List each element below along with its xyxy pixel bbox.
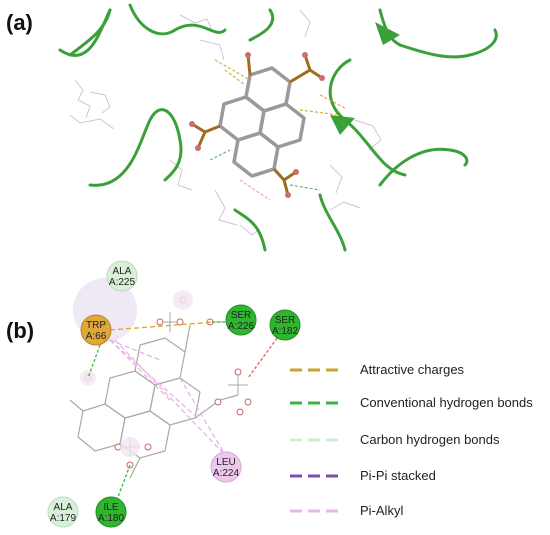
legend-item-conventional-hbonds: Conventional hydrogen bonds bbox=[290, 395, 533, 410]
svg-text:TRP: TRP bbox=[86, 320, 106, 331]
svg-text:A:182: A:182 bbox=[272, 326, 299, 337]
residue-ala179: ALA A:179 bbox=[47, 496, 79, 528]
svg-text:Carbon hydrogen bonds: Carbon hydrogen bonds bbox=[360, 432, 500, 447]
svg-text:A:179: A:179 bbox=[50, 513, 77, 524]
svg-text:Pi-Alkyl: Pi-Alkyl bbox=[360, 503, 403, 518]
panel-b-diagram: ALA A:225 TRP A:66 SER A:226 SER A:182 L… bbox=[47, 260, 301, 528]
svg-text:A:226: A:226 bbox=[228, 321, 255, 332]
svg-text:LEU: LEU bbox=[216, 457, 235, 468]
residue-ser226: SER A:226 bbox=[225, 304, 257, 336]
panel-b-label: (b) bbox=[6, 318, 35, 343]
legend-item-carbon-hbonds: Carbon hydrogen bonds bbox=[290, 432, 500, 447]
svg-text:ALA: ALA bbox=[54, 502, 73, 513]
panel-a-structure bbox=[58, 3, 498, 252]
svg-text:A:66: A:66 bbox=[86, 331, 107, 342]
residue-ala225: ALA A:225 bbox=[106, 260, 138, 292]
svg-text:Pi-Pi stacked: Pi-Pi stacked bbox=[360, 468, 436, 483]
svg-text:A:180: A:180 bbox=[98, 513, 125, 524]
residue-ile180: ILE A:180 bbox=[95, 496, 127, 528]
residue-leu224: LEU A:224 bbox=[210, 451, 242, 483]
svg-text:A:224: A:224 bbox=[213, 468, 240, 479]
panel-a-label: (a) bbox=[6, 10, 33, 35]
svg-text:A:225: A:225 bbox=[109, 277, 136, 288]
interaction-legend: Attractive charges Conventional hydrogen… bbox=[290, 362, 533, 518]
svg-text:Attractive charges: Attractive charges bbox=[360, 362, 465, 377]
svg-text:ILE: ILE bbox=[103, 502, 118, 513]
legend-item-attractive-charges: Attractive charges bbox=[290, 362, 465, 377]
residue-ser182: SER A:182 bbox=[269, 309, 301, 341]
residue-trp66: TRP A:66 bbox=[80, 314, 112, 346]
legend-item-pi-pi-stacked: Pi-Pi stacked bbox=[290, 468, 436, 483]
svg-text:Conventional hydrogen bonds: Conventional hydrogen bonds bbox=[360, 395, 533, 410]
svg-text:SER: SER bbox=[231, 310, 252, 321]
svg-text:SER: SER bbox=[275, 315, 296, 326]
legend-item-pi-alkyl: Pi-Alkyl bbox=[290, 503, 403, 518]
svg-text:ALA: ALA bbox=[113, 266, 132, 277]
